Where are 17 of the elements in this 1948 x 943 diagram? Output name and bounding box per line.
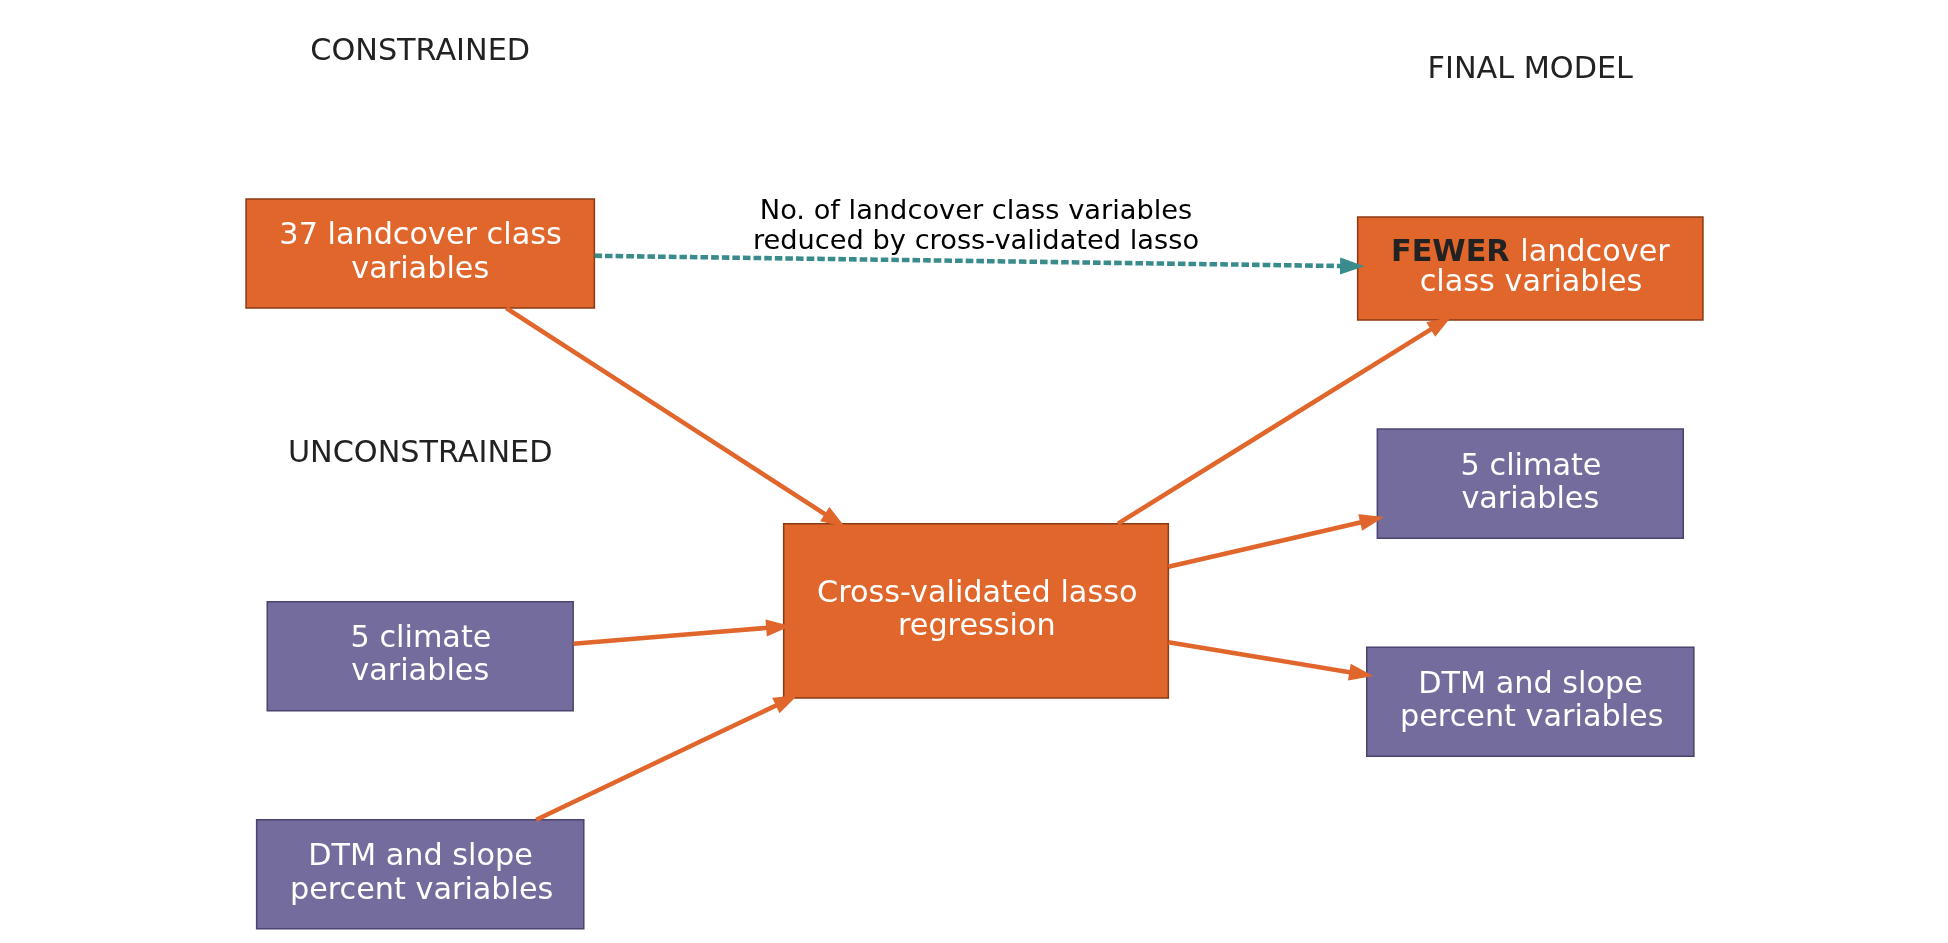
label: UNCONSTRAINED — [287, 434, 553, 470]
node-box: FEWER landcover class variables — [1356, 216, 1704, 321]
label: FINAL MODEL — [1427, 49, 1633, 85]
arrow — [1167, 640, 1373, 681]
edge-label: No. of landcover class variables reduced by cross-validated lasso — [752, 194, 1199, 256]
arrow — [534, 695, 798, 822]
node-box: DTM and slope percent variables — [255, 819, 585, 930]
node-box: 5 climate variables — [1376, 428, 1684, 539]
label: CONSTRAINED — [309, 31, 530, 67]
arrow — [1116, 316, 1451, 526]
node-box: DTM and slope percent variables — [1365, 646, 1695, 757]
node-box: 5 climate variables — [266, 601, 574, 712]
arrow — [504, 306, 845, 528]
node-box: 37 landcover class variables — [244, 198, 595, 309]
arrow — [594, 253, 1364, 275]
arrow — [1167, 514, 1384, 569]
node-box: Cross-validated lasso regression — [782, 523, 1169, 699]
